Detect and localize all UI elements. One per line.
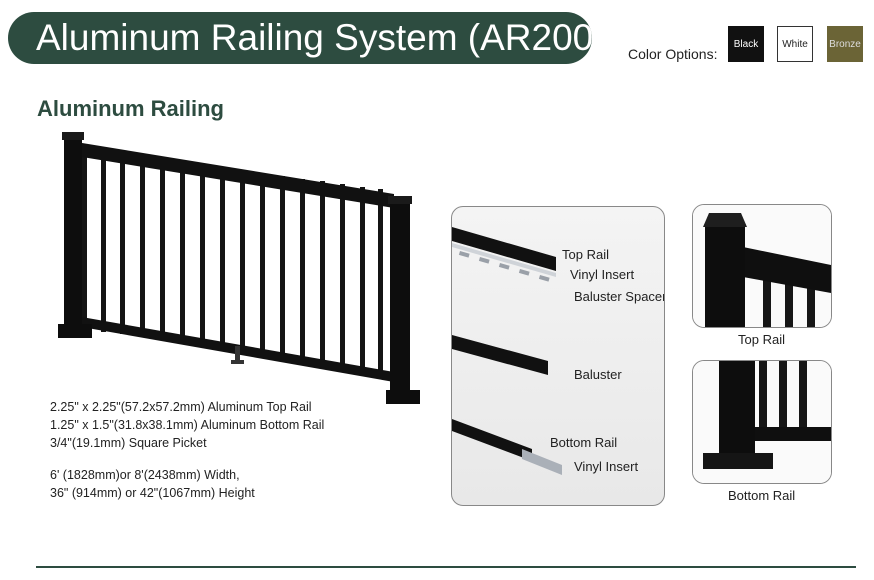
bottom-rail-detail-image [693, 361, 831, 483]
bottom-rail-component [452, 419, 562, 475]
top-rail-component [452, 227, 556, 282]
spec-picket: 3/4"(19.1mm) Square Picket [50, 436, 207, 450]
swatch-bronze: Bronze [827, 26, 863, 62]
swatch-bronze-label: Bronze [829, 38, 861, 50]
caption-top-rail: Top Rail [738, 332, 785, 347]
section-subtitle: Aluminum Railing [37, 96, 224, 121]
label-vinyl-insert-top: Vinyl Insert [570, 267, 635, 282]
label-baluster-spacer: Baluster Spacer [574, 289, 665, 304]
label-top-rail: Top Rail [562, 247, 609, 262]
spec-top-rail: 2.25" x 2.25"(57.2x57.2mm) Aluminum Top … [50, 400, 312, 414]
caption-bottom-rail: Bottom Rail [728, 488, 796, 503]
label-baluster: Baluster [574, 367, 622, 382]
components-card: Top Rail Vinyl Insert Baluster Spacer Ba… [451, 206, 665, 506]
swatch-black: Black [728, 26, 764, 62]
footer-divider [36, 566, 856, 568]
spec-list: 2.25" x 2.25"(57.2x57.2mm) Aluminum Top … [50, 398, 324, 502]
spec-width: 6' (1828mm)or 8'(2438mm) Width, [50, 468, 240, 482]
baluster-component [452, 335, 548, 375]
top-rail-photo [692, 204, 832, 328]
title-banner: Aluminum Railing System (AR200) [8, 12, 606, 64]
bottom-rail-photo [692, 360, 832, 484]
top-rail-detail-image [693, 205, 831, 327]
railing-illustration [58, 132, 420, 404]
label-vinyl-insert-bottom: Vinyl Insert [574, 459, 639, 474]
swatch-white: White [777, 26, 813, 62]
swatch-white-label: White [782, 38, 808, 50]
label-bottom-rail: Bottom Rail [550, 435, 618, 450]
page-title: Aluminum Railing System (AR200) [36, 17, 606, 58]
spec-height: 36" (914mm) or 42"(1067mm) Height [50, 486, 255, 500]
swatch-black-label: Black [733, 38, 759, 50]
spec-bottom-rail: 1.25" x 1.5"(31.8x38.1mm) Aluminum Botto… [50, 418, 325, 432]
color-options-label: Color Options: [628, 46, 718, 62]
